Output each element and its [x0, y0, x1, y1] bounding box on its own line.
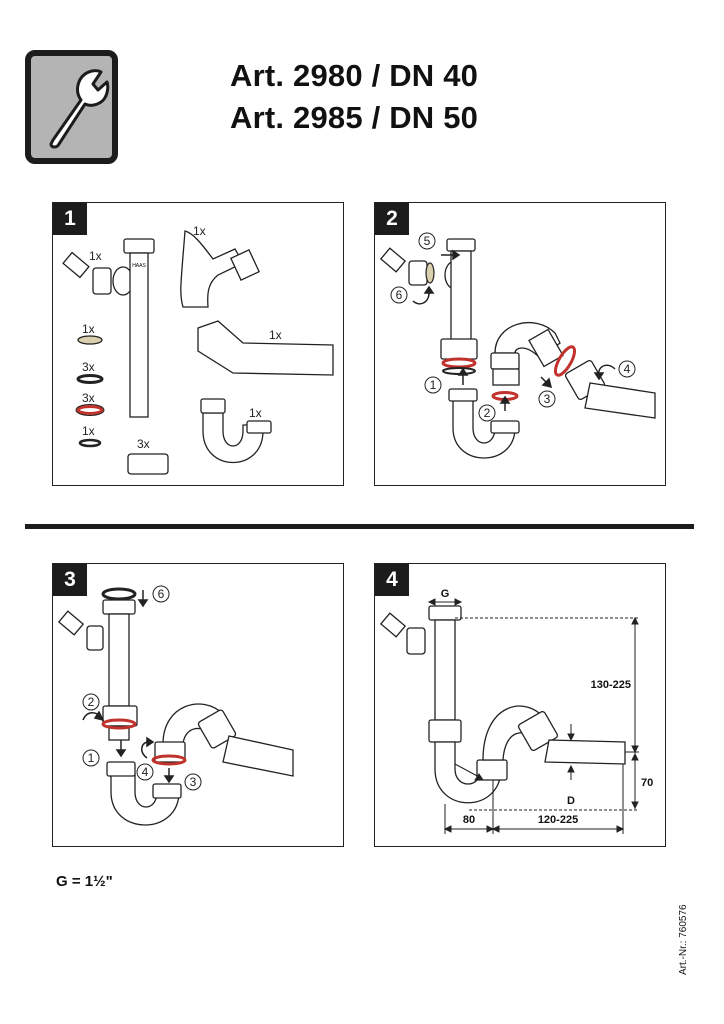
count-label: 3x: [82, 360, 95, 374]
dimension-label-length: 120-225: [538, 814, 578, 826]
step-number-badge: 1: [53, 203, 87, 235]
callout-number: 2: [484, 406, 491, 420]
step-number-badge: 3: [53, 564, 87, 596]
dimension-label-thread: G: [441, 588, 450, 600]
assembly-step-drawing: 2 1 4 3 6: [57, 585, 294, 826]
callout-number: 4: [142, 765, 149, 779]
count-label: 1x: [89, 249, 102, 263]
callout-number: 5: [424, 234, 431, 248]
count-label: 1x: [82, 322, 95, 336]
thread-size-note: G = 1½": [56, 873, 113, 890]
callout-number: 3: [190, 775, 197, 789]
wrench-icon: [25, 50, 118, 164]
dimension-label-diameter: D: [567, 795, 575, 807]
callout-number: 4: [624, 362, 631, 376]
panel-step-3: 2 1 4 3 6 3: [52, 563, 344, 847]
count-label: 3x: [82, 391, 95, 405]
dimension-label-offset: 70: [641, 777, 653, 789]
title-article-dn50: Art. 2985 / DN 50: [230, 100, 479, 135]
section-divider: [25, 524, 694, 529]
count-label: 1x: [269, 328, 282, 342]
callout-number: 1: [430, 378, 437, 392]
panel-step-1: HAAS 1x 1x 1x 1x 3x 3x 1x 1x 3x 1: [52, 202, 344, 486]
step-number-badge: 4: [375, 564, 409, 596]
count-label: 1x: [249, 406, 262, 420]
article-number: Art.-Nr.: 760576: [678, 904, 689, 975]
callout-number: 3: [544, 392, 551, 406]
dimension-label-horizontal: 80: [463, 814, 475, 826]
panel-step-2: 1 2 3 4 5 6 2: [374, 202, 666, 486]
callout-number: 2: [88, 695, 95, 709]
callout-number: 1: [88, 751, 95, 765]
count-label: 1x: [193, 224, 206, 238]
count-label: 3x: [137, 437, 150, 451]
step-number-badge: 2: [375, 203, 409, 235]
assembly-step-drawing: 1 2 3 4 5 6: [379, 232, 656, 459]
callout-number: 6: [158, 587, 165, 601]
brand-mark: HAAS: [132, 263, 146, 269]
dimension-drawing: G 130-225 70 D 80 120-225: [379, 588, 653, 834]
dimension-label-height: 130-225: [591, 679, 631, 691]
title-article-dn40: Art. 2980 / DN 40: [230, 58, 479, 93]
callout-number: 6: [396, 288, 403, 302]
count-label: 1x: [82, 424, 95, 438]
panel-step-4: G 130-225 70 D 80 120-225 4: [374, 563, 666, 847]
parts-overview-drawing: HAAS 1x 1x 1x 1x 3x 3x 1x 1x 3x: [62, 224, 334, 475]
